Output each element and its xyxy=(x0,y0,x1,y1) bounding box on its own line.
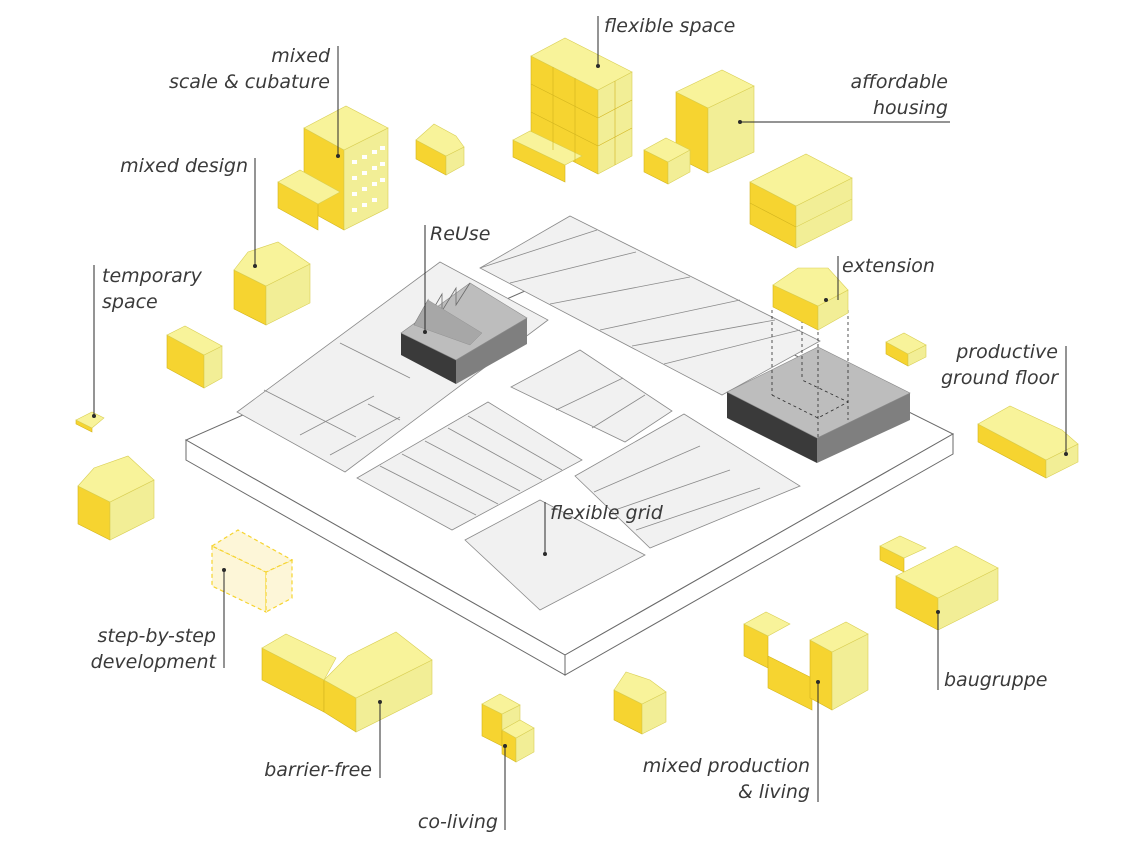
extension-base-building xyxy=(726,296,911,463)
label-mixed-production-2: & living xyxy=(738,781,810,803)
small-house-bottom-building xyxy=(613,671,667,735)
label-step-1: step-by-step xyxy=(97,625,216,647)
extension-building xyxy=(772,267,849,331)
barrier-free-building xyxy=(261,631,433,733)
label-mixed-design: mixed design xyxy=(120,155,248,177)
label-temporary-2: space xyxy=(102,291,158,313)
label-mixed-scale-2: scale & cubature xyxy=(169,71,330,93)
mixed-scale-building xyxy=(277,105,389,231)
label-flexible-space: flexible space xyxy=(604,15,735,37)
label-productive-1: productive xyxy=(955,341,1058,363)
small-block-building xyxy=(885,332,927,367)
flexible-space-building xyxy=(512,37,633,183)
label-step-2: development xyxy=(91,651,218,673)
mixed-design-building xyxy=(233,241,311,326)
label-mixed-production-1: mixed production xyxy=(643,755,810,777)
leader-lines xyxy=(92,16,1068,830)
label-baugruppe: baugruppe xyxy=(944,669,1047,691)
label-affordable-2: housing xyxy=(873,97,948,119)
co-living-building xyxy=(481,693,535,763)
label-co-living: co-living xyxy=(418,811,498,833)
label-barrier-free: barrier-free xyxy=(264,759,372,781)
label-extension: extension xyxy=(842,255,935,277)
labels: flexible space mixed scale & cubature af… xyxy=(91,15,1060,833)
small-house-building xyxy=(415,123,465,176)
step-by-step-ghost-building xyxy=(210,529,294,614)
stacked-housing-building xyxy=(749,153,853,249)
label-reuse: ReUse xyxy=(430,223,490,245)
reuse-building xyxy=(400,282,528,384)
baugruppe-building xyxy=(879,535,999,631)
affordable-housing-building xyxy=(643,69,755,185)
label-flexible-grid: flexible grid xyxy=(550,502,664,524)
label-affordable-1: affordable xyxy=(850,71,948,93)
label-mixed-scale-1: mixed xyxy=(271,45,331,67)
mixed-production-building xyxy=(743,611,869,711)
label-productive-2: ground floor xyxy=(941,367,1059,389)
left-house-building xyxy=(77,455,155,541)
productive-ground-floor-building xyxy=(977,405,1079,479)
label-temporary-1: temporary xyxy=(102,265,203,287)
temporary-space-building xyxy=(75,411,105,433)
temporary-block-building xyxy=(166,325,223,389)
